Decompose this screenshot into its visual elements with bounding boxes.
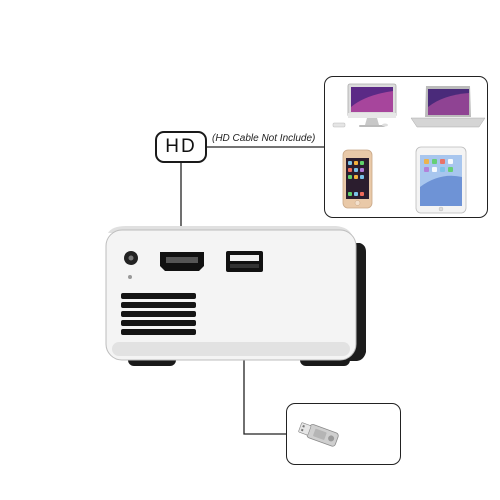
desktop-monitor-icon (332, 83, 397, 128)
usb-drive-box (286, 403, 401, 465)
usb-port (226, 251, 263, 272)
hd-label-box: HD (155, 131, 207, 163)
laptop-icon (410, 86, 486, 128)
compatible-devices-box (324, 76, 488, 218)
tablet-icon (415, 146, 467, 214)
hdmi-port (160, 252, 204, 271)
hd-label: HD (165, 136, 197, 157)
phone-gold-icon (342, 149, 373, 209)
devices-illustration (332, 83, 486, 214)
vent-grill (121, 293, 196, 335)
hd-cable-note: (HD Cable Not Include) (212, 133, 316, 144)
usb-flash-drive-icon (298, 422, 339, 447)
